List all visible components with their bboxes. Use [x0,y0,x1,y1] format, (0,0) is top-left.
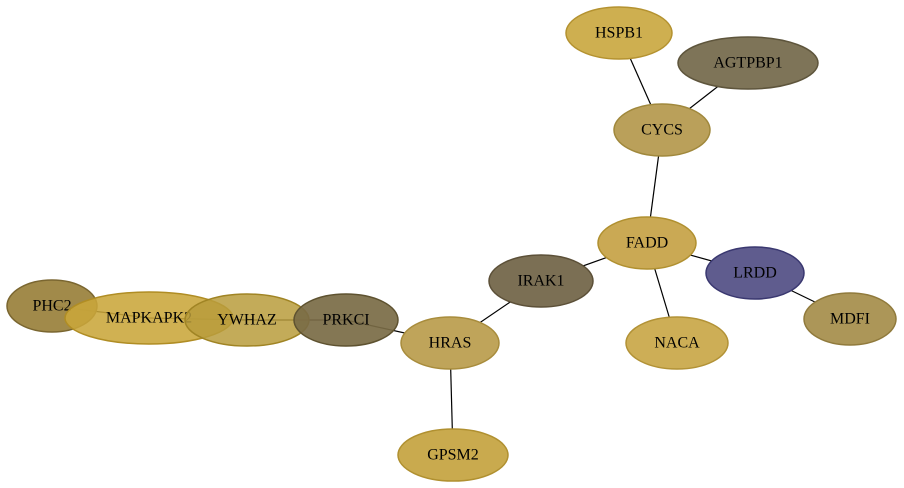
node-label: IRAK1 [517,273,564,290]
node-label: GPSM2 [427,447,479,464]
node-label: FADD [626,235,668,252]
node-irak1[interactable]: IRAK1 [488,254,594,308]
node-ellipse [293,293,399,347]
node-ellipse [625,316,729,370]
node-hras[interactable]: HRAS [400,316,500,370]
node-mdfi[interactable]: MDFI [803,292,897,346]
node-ellipse [565,6,673,60]
node-ellipse [803,292,897,346]
node-label: AGTPBP1 [713,55,782,72]
node-ellipse [613,103,711,157]
node-cycs[interactable]: CYCS [613,103,711,157]
node-ellipse [705,246,805,300]
node-ellipse [488,254,594,308]
node-ellipse [397,428,509,482]
node-lrdd[interactable]: LRDD [705,246,805,300]
node-ywhaz[interactable]: YWHAZ [184,293,310,347]
node-label: MAPKAPK2 [106,310,192,327]
node-label: LRDD [733,265,777,282]
node-ellipse [677,36,819,90]
node-ellipse [400,316,500,370]
node-naca[interactable]: NACA [625,316,729,370]
node-label: YWHAZ [217,312,277,329]
node-prkci[interactable]: PRKCI [293,293,399,347]
node-label: HSPB1 [595,25,643,42]
node-agtpbp1[interactable]: AGTPBP1 [677,36,819,90]
node-label: HRAS [429,335,472,352]
edges-layer [51,32,851,456]
node-gpsm2[interactable]: GPSM2 [397,428,509,482]
node-ellipse [597,216,697,270]
node-label: NACA [654,335,700,352]
node-label: MDFI [830,311,870,328]
node-label: CYCS [641,122,683,139]
node-fadd[interactable]: FADD [597,216,697,270]
node-hspb1[interactable]: HSPB1 [565,6,673,60]
node-label: PHC2 [32,298,71,315]
node-label: PRKCI [322,312,369,329]
